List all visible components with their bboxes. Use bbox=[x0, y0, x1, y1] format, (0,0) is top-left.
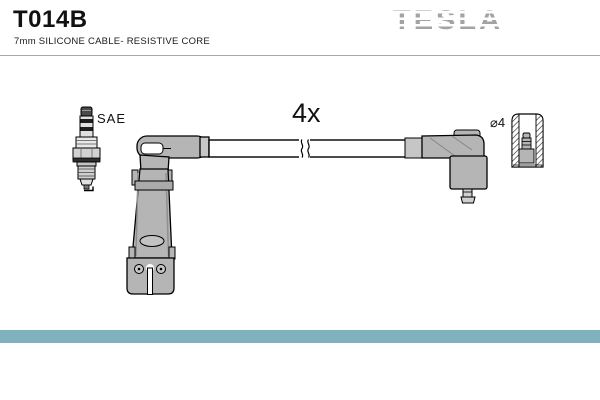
cap-section-icon bbox=[511, 113, 544, 168]
header-divider bbox=[0, 55, 600, 56]
part-number: T014B bbox=[13, 6, 88, 33]
right-boot-icon bbox=[404, 129, 488, 204]
sae-label: SAE bbox=[97, 111, 126, 126]
diameter-label: ⌀4 bbox=[490, 115, 505, 130]
accent-bar bbox=[0, 330, 600, 343]
product-subtitle: 7mm SILICONE CABLE- RESISTIVE CORE bbox=[14, 36, 210, 47]
spark-plug-icon bbox=[72, 106, 101, 192]
cable-icon bbox=[208, 138, 407, 159]
left-boot-icon bbox=[126, 135, 210, 295]
quantity-label: 4x bbox=[292, 98, 321, 128]
